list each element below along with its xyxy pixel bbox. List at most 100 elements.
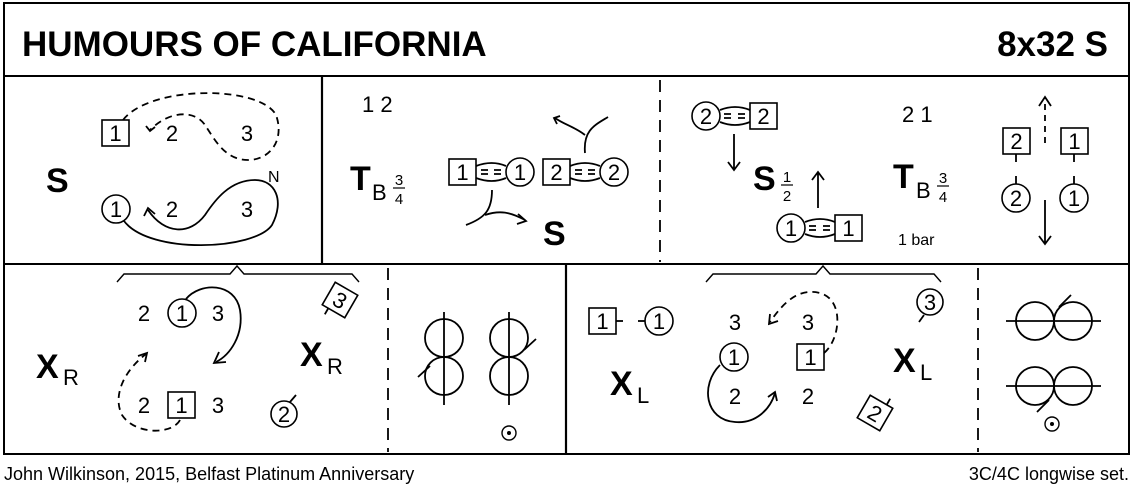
svg-text:1: 1 [176,301,188,326]
woman-circle-icon [776,213,806,243]
svg-text:1: 1 [514,160,526,185]
svg-text:2: 2 [166,121,178,146]
position-marker-icon [501,425,517,441]
dashed-track-arrow [769,291,839,354]
position-marker-icon [1044,416,1060,432]
credit-text: John Wilkinson, 2015, Belfast Platinum A… [4,464,414,484]
svg-text:4: 4 [939,189,947,206]
man-box-icon [834,214,863,242]
hands-joined-icon [719,106,751,126]
svg-text:1: 1 [785,216,797,241]
svg-text:1: 1 [653,309,665,334]
man-box-icon [167,391,196,419]
svg-text:2: 2 [1010,129,1022,154]
svg-text:2: 2 [802,384,814,409]
rotated-man-box-icon: 3 [321,281,359,319]
svg-text:2: 2 [138,301,150,326]
row1-cell5-positions: 2 1 2 1 [1001,95,1089,246]
svg-text:1: 1 [783,169,791,186]
svg-text:2: 2 [757,104,769,129]
row1-cell4-turn: 2 1 T B 3 4 1 bar [893,102,949,249]
svg-text:2: 2 [783,188,791,205]
svg-text:1: 1 [1068,129,1080,154]
row1-cell2-turn: 1 2 T B 3 4 1 1 2 2 S [350,92,629,253]
man-box-icon [448,158,477,186]
svg-text:2: 2 [550,160,562,185]
woman-circle-icon [1059,183,1089,213]
woman-circle-icon [644,306,674,336]
svg-text:2: 2 [166,197,178,222]
svg-text:3: 3 [395,172,403,189]
svg-text:1: 1 [804,345,816,370]
row2-cell2-track-symbols [417,312,537,441]
hands-joined-icon [804,218,836,238]
duration-label: 1 bar [898,232,935,249]
svg-text:2: 2 [608,160,620,185]
hands-joined-icon [569,162,601,182]
track-arrow [707,364,776,423]
solid-track-arrow [123,179,279,247]
svg-text:T: T [350,160,371,198]
woman-circle-icon [719,342,749,372]
svg-text:L: L [920,360,932,385]
row1-cell3-half-set: 2 2 S 1 2 1 1 [691,101,863,243]
svg-text:1: 1 [110,197,122,222]
svg-text:X: X [300,336,323,374]
rotated-man-box-icon: 2 [856,394,894,432]
svg-text:2: 2 [278,402,290,427]
woman-circle-icon [101,194,131,224]
svg-text:B: B [372,180,387,205]
woman-circle-icon [691,101,721,131]
row1-cell1-set: S 1 2 3 N 1 2 3 [46,92,280,247]
svg-text:1: 1 [456,160,468,185]
man-box-icon [749,102,778,130]
svg-text:S: S [543,215,566,253]
arrowhead-icon [143,206,156,217]
svg-text:1: 1 [728,345,740,370]
row2-cell3-cross-left: 1 1 X L 3 3 1 1 2 2 3 X L 2 [588,264,944,432]
svg-text:2: 2 [1010,186,1022,211]
row2-cell1-cross-right: X R 2 1 3 2 1 3 X R 3 2 [36,264,360,432]
svg-text:4: 4 [395,191,403,208]
dance-title: HUMOURS OF CALIFORNIA [22,25,487,64]
row2-cell4-track-symbols [1006,294,1101,432]
svg-text:S: S [753,160,776,198]
hands-joined-icon [475,162,507,182]
figure-label: S [46,162,69,200]
woman-circle-icon [916,288,944,316]
svg-text:T: T [893,158,914,196]
svg-text:3: 3 [802,310,814,335]
man-box-icon [796,343,825,371]
svg-text:3: 3 [939,170,947,187]
svg-text:1: 1 [1068,186,1080,211]
up-arrow-icon [811,170,825,208]
svg-text:N: N [268,169,280,186]
svg-text:X: X [36,348,59,386]
svg-text:3: 3 [924,290,936,315]
arrowhead-icon [145,125,156,133]
woman-circle-icon [167,298,197,328]
svg-text:2: 2 [138,393,150,418]
down-arrow-icon [727,134,741,172]
svg-text:R: R [327,354,343,379]
svg-text:B: B [916,178,931,203]
woman-circle-icon [1001,183,1031,213]
man-box-icon [1002,127,1031,155]
formation-label: 8x32 S [997,25,1108,64]
svg-text:X: X [610,365,633,403]
svg-text:1: 1 [842,216,854,241]
down-arrow-icon [1038,200,1052,246]
svg-text:3: 3 [212,393,224,418]
turn-arrow [554,116,609,154]
track-arrow [185,286,242,363]
svg-text:1: 1 [109,121,121,146]
bracket [705,264,942,283]
turn-arrow [465,189,526,226]
svg-text:3: 3 [241,121,253,146]
svg-text:1: 1 [596,309,608,334]
man-box-icon [101,119,130,147]
woman-circle-icon [599,157,629,187]
set-type-text: 3C/4C longwise set. [969,464,1129,484]
svg-text:1: 1 [175,393,187,418]
